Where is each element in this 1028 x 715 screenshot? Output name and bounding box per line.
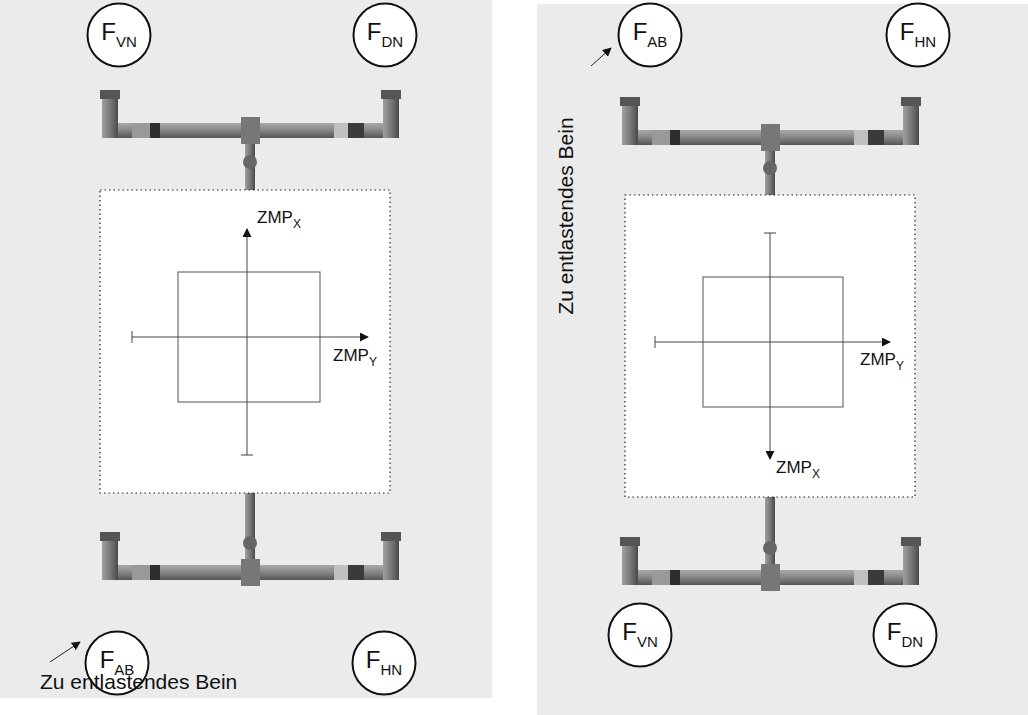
axis-name: ZMP <box>257 208 293 227</box>
axis-subscript: Y <box>896 359 904 373</box>
force-symbol: F <box>622 618 637 645</box>
leg-bar <box>100 532 401 586</box>
force-circle: FVN <box>86 2 152 68</box>
panel <box>0 0 492 698</box>
circle-shape <box>354 4 417 67</box>
force-label: FDN <box>367 18 403 46</box>
force-symbol: F <box>367 18 382 45</box>
axis-tick <box>241 455 253 456</box>
support-region <box>625 195 915 497</box>
ball-joint <box>243 155 257 169</box>
circle-shape <box>609 604 672 667</box>
axis-subscript: X <box>293 217 301 231</box>
force-subscript: DN <box>902 633 924 650</box>
ball-joint <box>243 536 257 550</box>
axis-name: ZMP <box>776 458 812 477</box>
leg-bar <box>620 537 921 591</box>
force-subscript: DN <box>382 33 404 50</box>
leg-note: Zu entlastendes Bein <box>554 117 577 314</box>
leader-arrow <box>50 642 80 662</box>
leg-note: Zu entlastendes Bein <box>40 670 237 693</box>
force-symbol: F <box>366 646 381 673</box>
leg-bar <box>620 97 921 151</box>
force-subscript: HN <box>381 661 403 678</box>
force-label: FAB <box>633 18 668 46</box>
circle-shape <box>887 4 950 67</box>
circle-shape <box>874 604 937 667</box>
axis-line <box>132 337 368 338</box>
circle-shape <box>619 4 682 67</box>
leader-arrow <box>591 48 611 66</box>
force-circle: FVN <box>607 602 673 668</box>
force-circle: FAB <box>617 2 683 68</box>
force-label: FVN <box>101 18 137 46</box>
force-circle: FDN <box>352 2 418 68</box>
support-region <box>100 190 390 493</box>
force-symbol: F <box>887 618 902 645</box>
force-subscript: HN <box>915 33 937 50</box>
panel <box>537 4 1028 715</box>
axis-line <box>770 233 771 459</box>
axis-label: ZMPY <box>860 350 904 370</box>
force-circle: FHN <box>351 630 417 696</box>
axis-tick <box>132 331 133 343</box>
axis-line <box>655 342 890 343</box>
axis-label: ZMPY <box>333 346 377 366</box>
ball-joint <box>763 161 777 175</box>
note-label: Zu entlastendes Bein <box>554 117 578 314</box>
force-symbol: F <box>100 646 115 673</box>
pipe <box>765 497 775 572</box>
force-circle: FDN <box>872 602 938 668</box>
force-label: FVN <box>622 618 658 646</box>
axis-name: ZMP <box>860 350 896 369</box>
force-symbol: F <box>900 18 915 45</box>
force-symbol: F <box>633 18 648 45</box>
axis-tick <box>764 233 776 234</box>
axis-name: ZMP <box>333 346 369 365</box>
force-label: FHN <box>900 18 936 46</box>
circle-shape <box>88 4 151 67</box>
circle-shape <box>353 632 416 695</box>
force-label: FDN <box>887 618 923 646</box>
force-subscript: VN <box>116 33 137 50</box>
axis-subscript: Y <box>369 355 377 369</box>
axis-line <box>247 229 248 455</box>
force-circle: FHN <box>885 2 951 68</box>
axis-subscript: X <box>812 467 820 481</box>
axis-tick <box>655 336 656 348</box>
force-subscript: AB <box>647 33 667 50</box>
note-label: Zu entlastendes Bein <box>40 670 237 694</box>
pipe <box>245 493 255 568</box>
axis-label: ZMPX <box>257 208 301 228</box>
force-label: FHN <box>366 646 402 674</box>
force-subscript: VN <box>637 633 658 650</box>
leg-bar <box>100 90 401 144</box>
force-symbol: F <box>101 18 116 45</box>
axis-label: ZMPX <box>776 458 820 478</box>
ball-joint <box>763 541 777 555</box>
